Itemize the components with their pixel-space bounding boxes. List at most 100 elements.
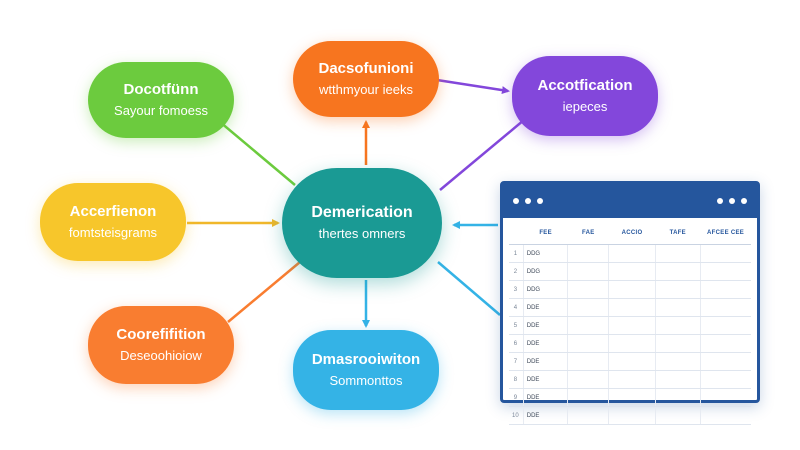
table-cell <box>699 370 751 389</box>
table-cell: DDE <box>522 334 568 353</box>
table-titlebar[interactable] <box>503 184 757 218</box>
node-title: Docotfünn <box>123 81 199 98</box>
table-header-cell[interactable]: FAE <box>567 222 609 245</box>
table-cell <box>567 334 609 353</box>
connector-top-left <box>219 121 296 186</box>
table-header-cell[interactable]: AFCEE CEE <box>700 222 751 245</box>
table-cell <box>608 334 656 353</box>
table-cell <box>654 262 701 281</box>
table-cell: DDE <box>522 352 568 371</box>
table-row-index: 9 <box>509 388 524 407</box>
table-header-cell[interactable] <box>509 222 524 245</box>
window-dot-icon[interactable] <box>717 198 723 204</box>
table-cell <box>654 244 701 263</box>
node-top-right[interactable]: Accotfication iepeces <box>512 56 658 136</box>
table-row-index: 10 <box>509 406 524 425</box>
table-cell <box>567 388 609 407</box>
node-subtitle: Sayour fomoess <box>114 103 208 118</box>
table-cell: DDE <box>522 370 568 389</box>
table-cell <box>654 316 701 335</box>
table-cell <box>608 370 656 389</box>
table-cell <box>699 316 751 335</box>
connector-bottom-left <box>227 261 301 323</box>
table-cell <box>608 262 656 281</box>
table-cell <box>567 352 609 371</box>
window-dot-icon[interactable] <box>537 198 543 204</box>
table-header-cell[interactable]: TAFE <box>655 222 701 245</box>
table-cell <box>654 298 701 317</box>
table-cell <box>699 298 751 317</box>
node-bottom-center[interactable]: Dmasrooiwiton Sommonttos <box>293 330 439 410</box>
table-row-index: 5 <box>509 316 524 335</box>
table-row-index: 6 <box>509 334 524 353</box>
table-cell <box>654 406 701 425</box>
window-controls-right <box>717 198 747 204</box>
table-cell <box>608 244 656 263</box>
table-cell <box>654 352 701 371</box>
window-controls-left <box>513 198 543 204</box>
table-row-index: 7 <box>509 352 524 371</box>
window-dot-icon[interactable] <box>729 198 735 204</box>
connector-top-right-d <box>439 119 525 191</box>
window-dot-icon[interactable] <box>741 198 747 204</box>
table-row-index: 4 <box>509 298 524 317</box>
table-cell <box>654 370 701 389</box>
node-mid-left[interactable]: Accerfienon fomtsteisgrams <box>40 183 186 261</box>
table-cell <box>567 298 609 317</box>
table-cell <box>567 406 609 425</box>
node-subtitle: Deseoohioiow <box>120 348 202 363</box>
table-cell <box>654 280 701 299</box>
table-cell <box>608 406 656 425</box>
node-top-center[interactable]: Dacsofunioni wtthmyour ieeks <box>293 41 439 117</box>
table-cell: DDG <box>522 280 568 299</box>
table-cell: DDE <box>522 316 568 335</box>
table-cell: DDE <box>522 298 568 317</box>
table-cell <box>699 280 751 299</box>
window-dot-icon[interactable] <box>513 198 519 204</box>
table-cell <box>567 244 609 263</box>
table-cell <box>608 280 656 299</box>
table-row-index: 8 <box>509 370 524 389</box>
node-subtitle: wtthmyour ieeks <box>319 82 413 97</box>
table-row-index: 2 <box>509 262 524 281</box>
node-top-left[interactable]: Docotfünn Sayour fomoess <box>88 62 234 138</box>
table-header-cell[interactable]: ACCIO <box>608 222 656 245</box>
table-cell <box>608 298 656 317</box>
node-center[interactable]: Demerication thertes omners <box>282 168 442 278</box>
table-cell <box>608 352 656 371</box>
table-cell <box>699 406 751 425</box>
node-subtitle: iepeces <box>562 99 608 114</box>
node-title: Dmasrooiwiton <box>311 351 421 368</box>
table-cell: DDE <box>522 406 568 425</box>
table-cell <box>567 262 609 281</box>
node-bottom-left[interactable]: Coorefifition Deseoohioiow <box>88 306 234 384</box>
table-cell <box>608 316 656 335</box>
node-title: Dacsofunioni <box>318 60 414 77</box>
table-cell <box>699 262 751 281</box>
window-dot-icon[interactable] <box>525 198 531 204</box>
node-subtitle: Sommonttos <box>329 373 403 388</box>
table-cell <box>608 388 656 407</box>
table-header-cell[interactable]: FEE <box>523 222 568 245</box>
table-cell <box>699 352 751 371</box>
table-cell <box>567 370 609 389</box>
table-cell <box>699 388 751 407</box>
connector-table-out <box>437 261 501 316</box>
node-subtitle: thertes omners <box>318 226 406 241</box>
